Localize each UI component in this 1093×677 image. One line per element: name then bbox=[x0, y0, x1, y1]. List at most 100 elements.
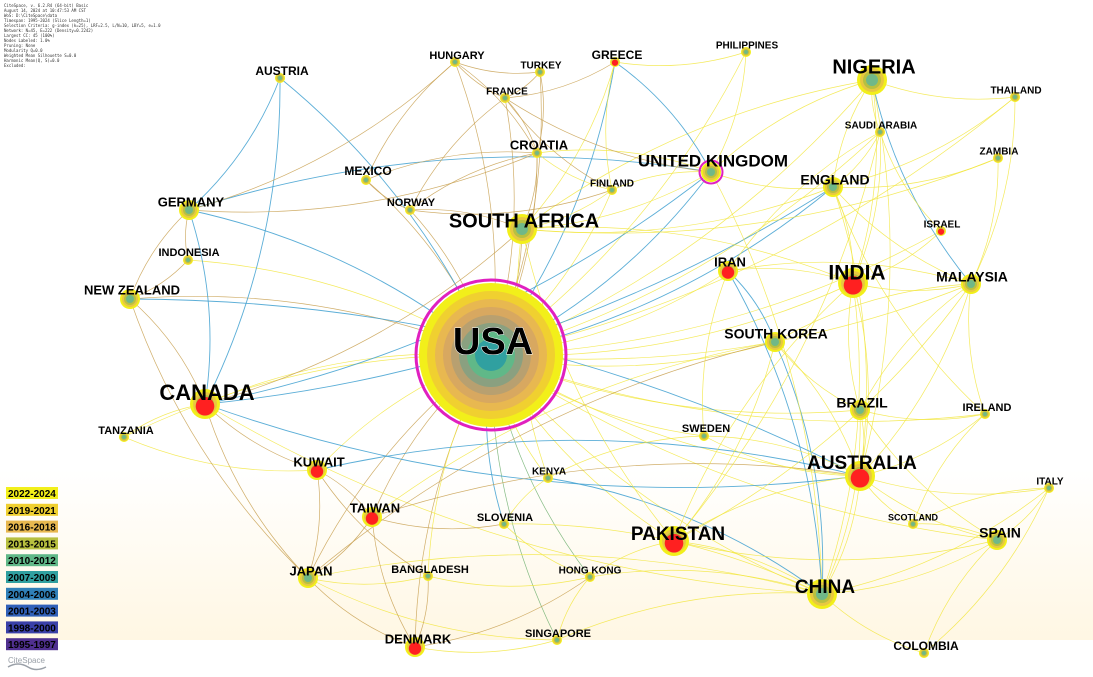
node-iran[interactable] bbox=[718, 261, 738, 281]
node-label-scotland[interactable]: SCOTLAND bbox=[888, 512, 938, 522]
node-philippines[interactable] bbox=[741, 47, 751, 57]
node-label-india[interactable]: INDIA bbox=[828, 262, 885, 285]
node-kenya[interactable] bbox=[543, 473, 553, 483]
node-label-greece[interactable]: GREECE bbox=[592, 48, 643, 62]
node-japan[interactable] bbox=[298, 568, 318, 588]
node-label-philippines[interactable]: PHILIPPINES bbox=[716, 41, 779, 52]
node-south_korea[interactable] bbox=[765, 332, 785, 352]
node-label-hungary[interactable]: HUNGARY bbox=[429, 50, 485, 62]
node-malaysia[interactable] bbox=[961, 274, 981, 294]
node-kuwait[interactable] bbox=[307, 460, 327, 480]
node-taiwan[interactable] bbox=[362, 507, 382, 527]
node-finland[interactable] bbox=[607, 185, 617, 195]
node-india[interactable] bbox=[838, 268, 868, 298]
node-label-nigeria[interactable]: NIGERIA bbox=[832, 56, 915, 78]
network-nodes bbox=[119, 47, 1054, 658]
node-england[interactable] bbox=[823, 177, 843, 197]
node-hong_kong[interactable] bbox=[585, 572, 595, 582]
node-label-austria[interactable]: AUSTRIA bbox=[255, 64, 309, 78]
edge-canada-japan bbox=[204, 403, 309, 579]
node-zambia[interactable] bbox=[993, 153, 1003, 163]
node-label-united_kingdom[interactable]: UNITED KINGDOM bbox=[638, 151, 788, 170]
node-label-france[interactable]: FRANCE bbox=[486, 87, 528, 98]
node-label-israel[interactable]: ISRAEL bbox=[924, 220, 961, 231]
node-slovenia[interactable] bbox=[499, 519, 509, 529]
node-united_kingdom[interactable] bbox=[698, 159, 724, 185]
node-indonesia[interactable] bbox=[183, 255, 193, 265]
node-label-brazil[interactable]: BRAZIL bbox=[836, 395, 888, 411]
node-france[interactable] bbox=[500, 93, 510, 103]
node-nigeria[interactable] bbox=[857, 65, 887, 95]
node-turkey[interactable] bbox=[535, 67, 545, 77]
node-croatia[interactable] bbox=[532, 148, 542, 158]
node-label-south_korea[interactable]: SOUTH KOREA bbox=[724, 326, 827, 342]
node-usa[interactable] bbox=[414, 278, 568, 432]
node-label-singapore[interactable]: SINGAPORE bbox=[525, 628, 591, 640]
node-label-slovenia[interactable]: SLOVENIA bbox=[477, 512, 533, 524]
node-china[interactable] bbox=[807, 579, 837, 609]
node-south_africa[interactable] bbox=[507, 214, 537, 244]
edge-australia-malaysia bbox=[859, 283, 972, 477]
node-spain[interactable] bbox=[987, 530, 1007, 550]
node-pakistan[interactable] bbox=[659, 526, 689, 556]
node-label-indonesia[interactable]: INDONESIA bbox=[158, 247, 219, 259]
node-label-kenya[interactable]: KENYA bbox=[532, 467, 566, 478]
node-ireland[interactable] bbox=[980, 409, 990, 419]
node-label-colombia[interactable]: COLOMBIA bbox=[893, 639, 959, 653]
node-brazil[interactable] bbox=[850, 400, 870, 420]
node-label-tanzania[interactable]: TANZANIA bbox=[98, 425, 153, 437]
node-label-kuwait[interactable]: KUWAIT bbox=[293, 454, 344, 469]
node-label-mexico[interactable]: MEXICO bbox=[344, 164, 391, 178]
node-label-zambia[interactable]: ZAMBIA bbox=[980, 147, 1019, 158]
node-austria[interactable] bbox=[275, 73, 285, 83]
node-bangladesh[interactable] bbox=[423, 571, 433, 581]
node-canada[interactable] bbox=[190, 389, 220, 419]
node-australia[interactable] bbox=[845, 461, 875, 491]
node-label-italy[interactable]: ITALY bbox=[1036, 477, 1064, 488]
node-italy[interactable] bbox=[1044, 483, 1054, 493]
node-norway[interactable] bbox=[405, 205, 415, 215]
node-colombia[interactable] bbox=[919, 648, 929, 658]
node-label-iran[interactable]: IRAN bbox=[714, 254, 746, 269]
node-new_zealand[interactable] bbox=[120, 289, 140, 309]
node-label-australia[interactable]: AUSTRALIA bbox=[807, 453, 917, 474]
node-label-saudi_arabia[interactable]: SAUDI ARABIA bbox=[845, 121, 917, 132]
node-label-spain[interactable]: SPAIN bbox=[979, 525, 1021, 541]
node-israel[interactable] bbox=[936, 226, 946, 236]
node-label-bangladesh[interactable]: BANGLADESH bbox=[391, 564, 469, 576]
node-label-turkey[interactable]: TURKEY bbox=[520, 61, 561, 72]
node-hungary[interactable] bbox=[450, 57, 460, 67]
node-saudi_arabia[interactable] bbox=[875, 127, 885, 137]
edge-malaysia-brazil bbox=[859, 283, 972, 411]
node-label-norway[interactable]: NORWAY bbox=[387, 197, 436, 209]
node-label-usa[interactable]: USA bbox=[452, 321, 533, 364]
node-germany[interactable] bbox=[179, 200, 199, 220]
node-label-taiwan[interactable]: TAIWAN bbox=[350, 500, 400, 515]
node-tanzania[interactable] bbox=[119, 432, 129, 442]
node-scotland[interactable] bbox=[908, 519, 918, 529]
node-label-malaysia[interactable]: MALAYSIA bbox=[936, 269, 1008, 285]
citation-burst bbox=[195, 396, 215, 416]
node-label-croatia[interactable]: CROATIA bbox=[510, 137, 569, 152]
edge-south_africa-greece bbox=[521, 61, 616, 230]
node-label-germany[interactable]: GERMANY bbox=[158, 194, 225, 209]
node-label-new_zealand[interactable]: NEW ZEALAND bbox=[84, 282, 180, 297]
node-label-ireland[interactable]: IRELAND bbox=[963, 402, 1012, 414]
node-label-hong_kong[interactable]: HONG KONG bbox=[559, 566, 622, 577]
node-label-finland[interactable]: FINLAND bbox=[590, 179, 634, 190]
node-label-canada[interactable]: CANADA bbox=[159, 380, 254, 405]
node-singapore[interactable] bbox=[552, 635, 562, 645]
node-label-china[interactable]: CHINA bbox=[795, 577, 855, 598]
node-mexico[interactable] bbox=[361, 175, 371, 185]
node-label-japan[interactable]: JAPAN bbox=[289, 563, 332, 578]
node-label-sweden[interactable]: SWEDEN bbox=[682, 423, 730, 435]
node-label-denmark[interactable]: DENMARK bbox=[385, 631, 452, 646]
node-label-pakistan[interactable]: PAKISTAN bbox=[631, 524, 725, 545]
node-label-thailand[interactable]: THAILAND bbox=[990, 86, 1041, 97]
node-greece[interactable] bbox=[610, 57, 620, 67]
node-denmark[interactable] bbox=[405, 637, 425, 657]
node-label-south_africa[interactable]: SOUTH AFRICA bbox=[449, 210, 599, 232]
node-thailand[interactable] bbox=[1010, 92, 1020, 102]
node-sweden[interactable] bbox=[699, 431, 709, 441]
node-label-england[interactable]: ENGLAND bbox=[800, 172, 869, 188]
